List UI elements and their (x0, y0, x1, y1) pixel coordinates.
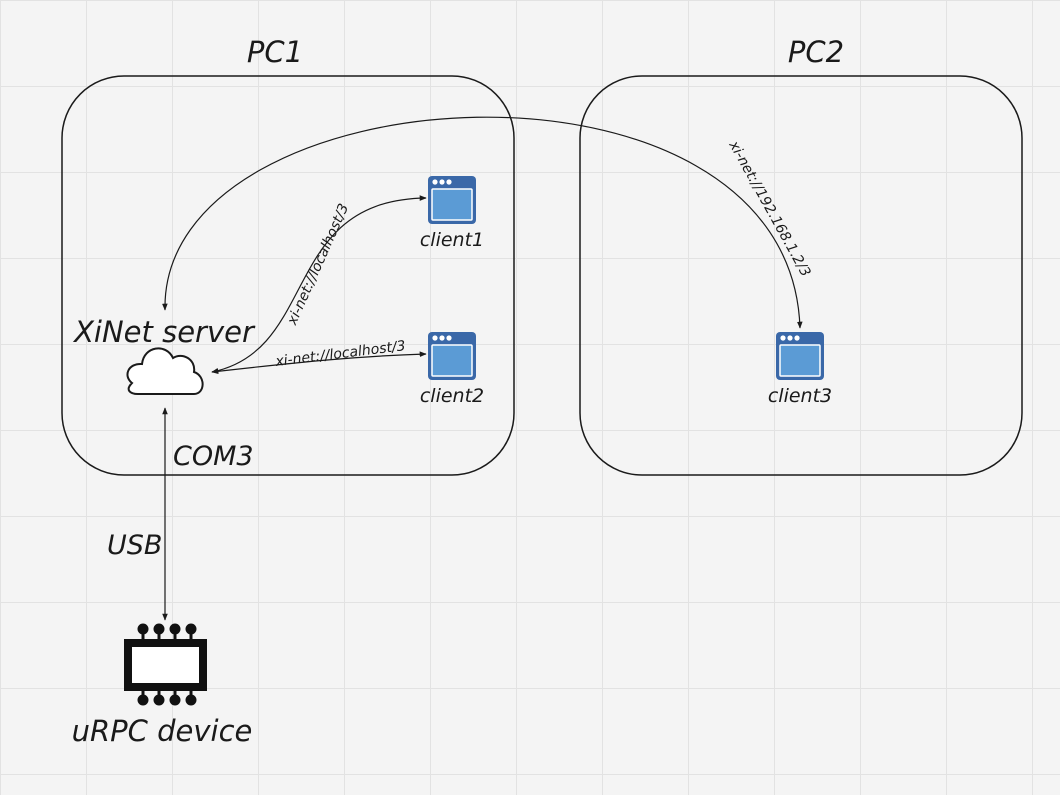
edge-server-client3[interactable] (162, 116, 803, 329)
client2-label: client2 (420, 385, 484, 407)
server-label: XiNet server (72, 315, 256, 349)
pc1-box[interactable] (61, 75, 515, 476)
edge-label-client2: xi-net://localhost/3 (274, 338, 407, 370)
app-window-icon[interactable] (428, 332, 476, 380)
link-label-usb: USB (107, 530, 162, 561)
pc2-box[interactable] (579, 75, 1023, 476)
pc1-label: PC1 (247, 35, 303, 69)
pc2-label: PC2 (788, 35, 844, 69)
client3-label: client3 (768, 385, 832, 407)
app-window-icon[interactable] (776, 332, 824, 380)
app-window-icon[interactable] (428, 176, 476, 224)
port-label-com3: COM3 (173, 441, 254, 472)
edge-label-client3: xi-net://192.168.1.2/3 (725, 138, 813, 280)
chip-icon[interactable] (124, 623, 207, 706)
device-label: uRPC device (72, 714, 253, 748)
cloud-icon[interactable] (126, 347, 204, 395)
edge-server-client2[interactable] (211, 351, 427, 375)
edge-label-client1: xi-net://localhost/3 (284, 201, 352, 328)
client1-label: client1 (420, 229, 484, 251)
